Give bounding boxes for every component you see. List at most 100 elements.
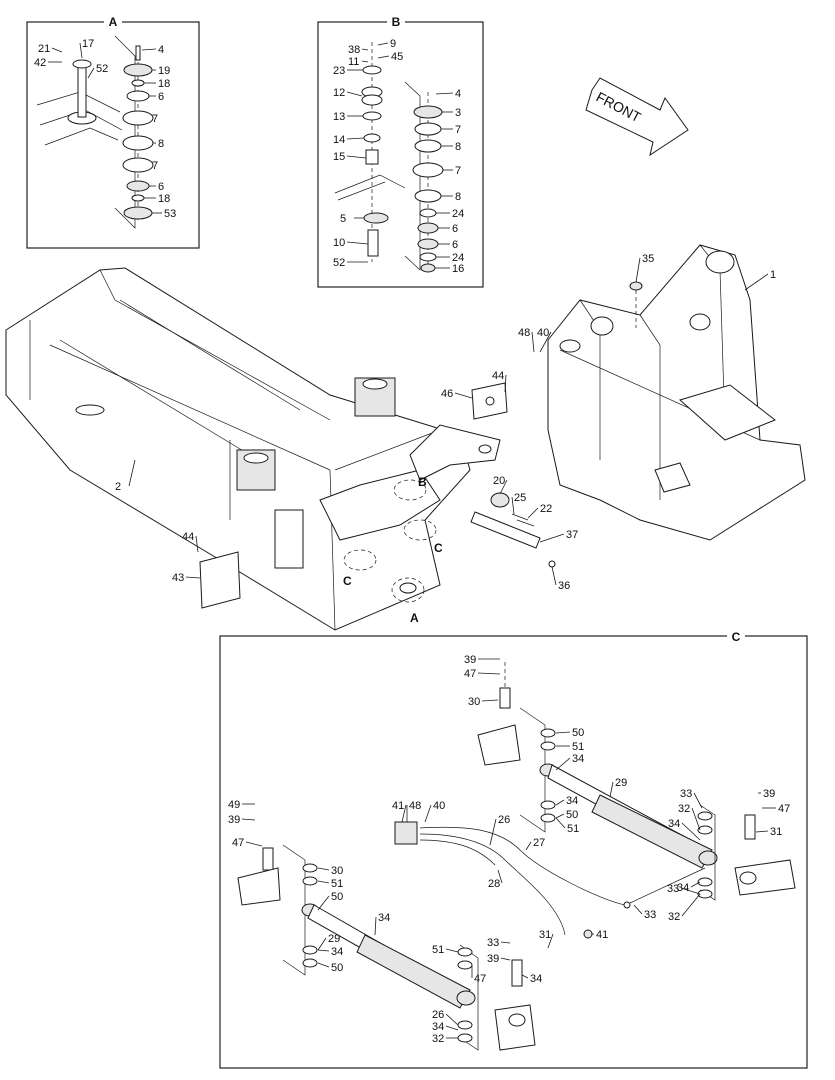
part-number-label: 8 [455,141,461,153]
leader-line [445,948,459,953]
detail-b-shim-8 [414,139,442,153]
part-number-label: 26 [498,814,510,826]
part-number-label: 18 [158,78,170,90]
leader-line [500,941,511,944]
part-number-label: 34 [378,912,390,924]
leader-line [317,895,330,911]
detail-b-shim-7b [412,162,444,178]
leader-line [539,331,552,353]
front-frame [547,244,806,541]
leader-line [128,459,136,487]
leader-line [635,257,641,283]
callout-circle-c1 [403,519,437,541]
front-arrow-shape [585,77,689,157]
leader-line [346,91,363,97]
detail-b-title: B [392,15,401,29]
part-number-label: 51 [432,944,444,956]
rear-frame-edges [5,269,441,631]
front-frame-outline [547,244,806,541]
part-number-label: 7 [455,124,461,136]
leader-line [555,813,565,819]
part-number-label: 43 [172,572,184,584]
part-number-label: 38 [348,44,360,56]
part-number-label: 50 [331,962,343,974]
leader-line [317,880,330,884]
leader-line [361,60,369,63]
part-number-label: 21 [38,43,50,55]
part-number-label: 9 [390,38,396,50]
leader-line [481,699,499,702]
detail-b-cap-16 [420,263,436,273]
part-number-label: 51 [572,741,584,753]
leader-line [555,799,565,806]
leader-line [445,1013,459,1026]
leader-line [51,47,63,53]
part-number-label: 39 [228,814,240,826]
part-number-label: 31 [539,929,551,941]
detail-c-title-bg [727,628,745,642]
detail-b-flange-5 [363,212,389,224]
rear-frame-cutout [274,509,304,569]
c-bracket-lower-right-bore [508,1013,526,1027]
callout-circle-a [391,577,425,603]
part-number-label: 8 [455,191,461,203]
part-number-label: 50 [566,809,578,821]
detail-a-pin [77,64,87,118]
leader-line [511,496,515,515]
part-number-label: 6 [452,223,458,235]
detail-b-washer-13 [362,111,382,121]
part-number-label: 34 [432,1021,444,1033]
frame-callout-c1: C [434,541,443,555]
detail-b-bearing-6 [417,222,439,234]
part-number-label: 1 [770,269,776,281]
c-pin-31-lower [511,959,523,987]
leader-line [241,818,256,821]
frame-callout-a: A [410,611,419,625]
part-number-label: 36 [558,580,570,592]
detail-b-plate [334,174,406,201]
part-number-label: 7 [455,165,461,177]
c-cylinder-29-lower [356,934,471,1009]
c-fitting-41 [623,901,631,909]
leader-line [680,887,701,895]
leader-line [454,392,473,399]
leader-line [346,241,369,245]
c-eye-right-lower [456,990,476,1006]
part-number-label: 30 [331,865,343,877]
leader-line [755,830,769,833]
detail-a-oring-18 [131,79,145,87]
part-number-label: 47 [474,973,486,985]
part-number-label: 48 [518,327,530,339]
detail-a-bearing-6 [126,90,150,102]
leader-line [401,804,407,823]
rear-frame-block-bore [362,378,388,390]
c-washer-51b [540,813,556,823]
detail-a-bearing-6b [126,180,150,192]
c-washer-50d [302,945,318,955]
part-number-label: 16 [452,263,464,275]
part-number-label: 33 [680,788,692,800]
part-number-label: 39 [487,953,499,965]
part-number-label: 27 [533,837,545,849]
detail-a-bolt [135,45,141,61]
part-number-label: 17 [82,38,94,50]
part-number-label: 7 [152,113,158,125]
front-frame-mid-bore [689,313,711,331]
bushing-20 [490,492,510,508]
part-number-label: 5 [340,213,346,225]
c-washer-50b [540,800,556,810]
leader-line [551,566,557,586]
leader-line [547,933,554,949]
part-number-label: 52 [96,63,108,75]
part-number-label: 6 [158,91,164,103]
leader-line [489,818,497,846]
leader-line [87,67,95,79]
part-number-label: 8 [158,138,164,150]
part-number-label: 41 [596,929,608,941]
detail-a-shim-7b [122,157,154,173]
part-number-label: 7 [152,160,158,172]
c-washer-32c [457,960,473,970]
part-number-label: 32 [678,803,690,815]
